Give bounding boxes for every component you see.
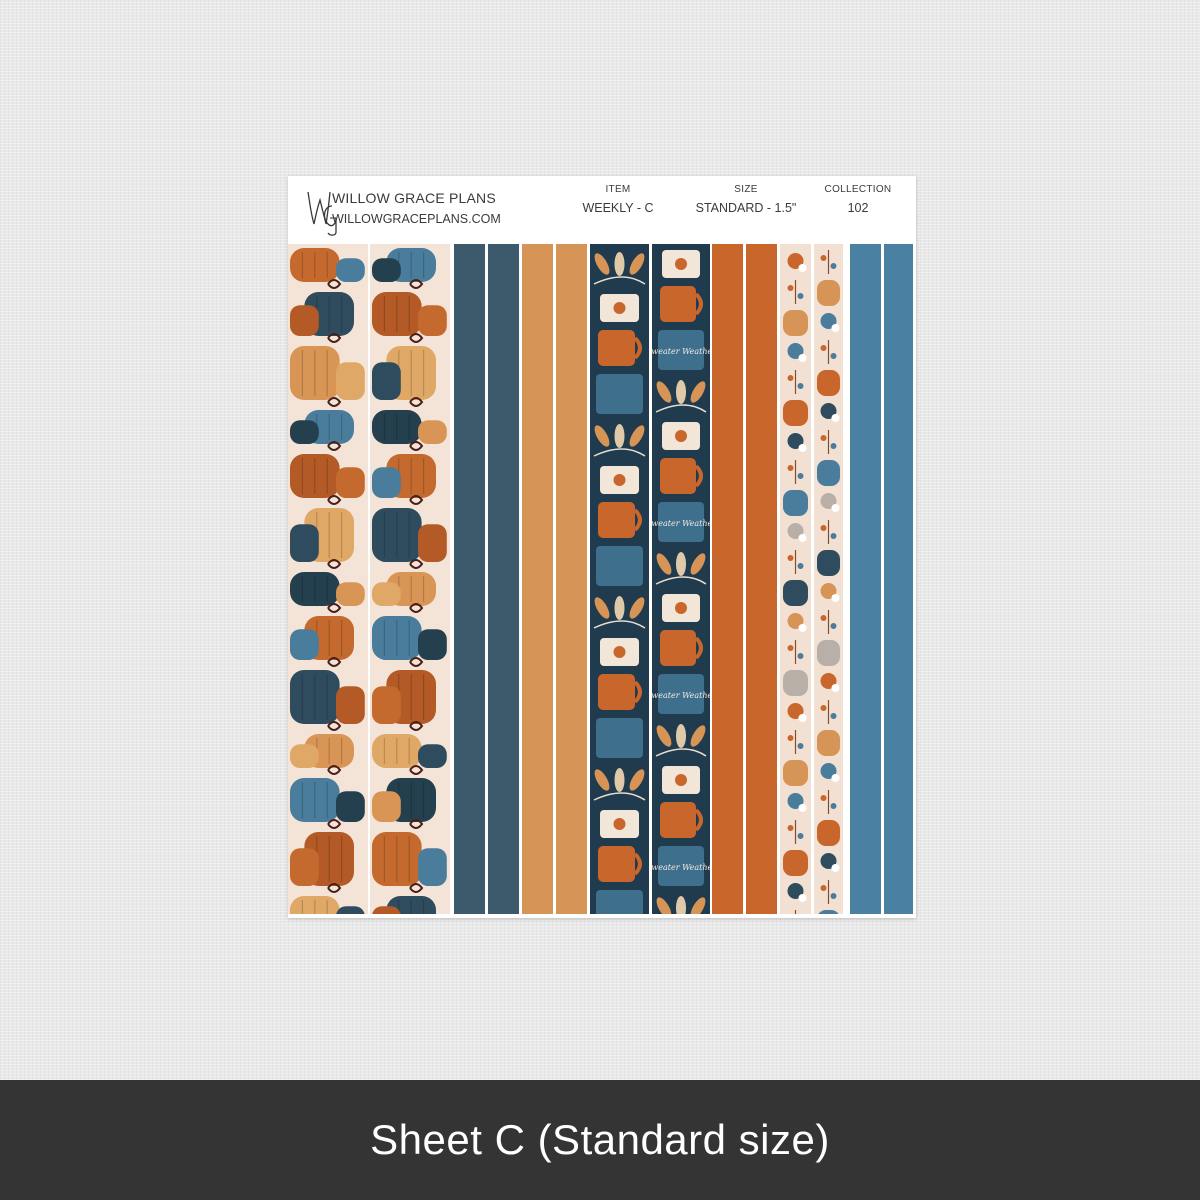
caption-bar: Sheet C (Standard size) bbox=[0, 1080, 1200, 1200]
sheet-caption: Sheet C (Standard size) bbox=[370, 1116, 830, 1163]
washi-strip-pumpkins bbox=[370, 244, 450, 914]
sticker-sheet: WILLOW GRACE PLANS WILLOWGRACEPLANS.COM … bbox=[288, 176, 916, 918]
meta-collection: COLLECTION 102 bbox=[818, 184, 898, 215]
size-label: SIZE bbox=[734, 184, 758, 195]
washi-strip-solid-navy bbox=[488, 244, 519, 914]
washi-strip-floral-narrow bbox=[814, 244, 843, 914]
item-label: ITEM bbox=[605, 184, 631, 195]
meta-size: SIZE STANDARD - 1.5" bbox=[692, 184, 800, 215]
washi-strip-pumpkins bbox=[288, 244, 368, 914]
washi-strip-solid-rust bbox=[712, 244, 743, 914]
washi-strip-floral-narrow bbox=[780, 244, 811, 914]
item-value: WEEKLY - C bbox=[582, 201, 654, 215]
washi-strip-mugs-leaves bbox=[590, 244, 649, 914]
washi-strip-solid-tan bbox=[556, 244, 587, 914]
wg-monogram-icon bbox=[307, 191, 337, 236]
brand-name: WILLOW GRACE PLANS bbox=[332, 190, 496, 206]
meta-item: ITEM WEEKLY - C bbox=[570, 184, 666, 215]
washi-strip-mugs-sweater-weather: Sweater WeatherSweater WeatherSweater We… bbox=[652, 244, 710, 914]
size-value: STANDARD - 1.5" bbox=[695, 201, 797, 215]
washi-strip-solid-blue bbox=[884, 244, 913, 914]
washi-strip-solid-tan bbox=[522, 244, 553, 914]
washi-strip-solid-navy bbox=[454, 244, 485, 914]
collection-label: COLLECTION bbox=[824, 184, 892, 195]
svg-text:Sweater Weather: Sweater Weather bbox=[652, 519, 710, 528]
svg-text:Sweater Weather: Sweater Weather bbox=[652, 863, 710, 872]
sheet-header: WILLOW GRACE PLANS WILLOWGRACEPLANS.COM … bbox=[288, 176, 916, 244]
collection-value: 102 bbox=[847, 201, 869, 215]
brand-url: WILLOWGRACEPLANS.COM bbox=[332, 212, 501, 226]
washi-strip-solid-blue bbox=[850, 244, 881, 914]
washi-strips: Sweater WeatherSweater WeatherSweater We… bbox=[288, 244, 916, 918]
svg-text:Sweater Weather: Sweater Weather bbox=[652, 691, 710, 700]
washi-strip-solid-rust bbox=[746, 244, 777, 914]
svg-text:Sweater Weather: Sweater Weather bbox=[652, 347, 710, 356]
